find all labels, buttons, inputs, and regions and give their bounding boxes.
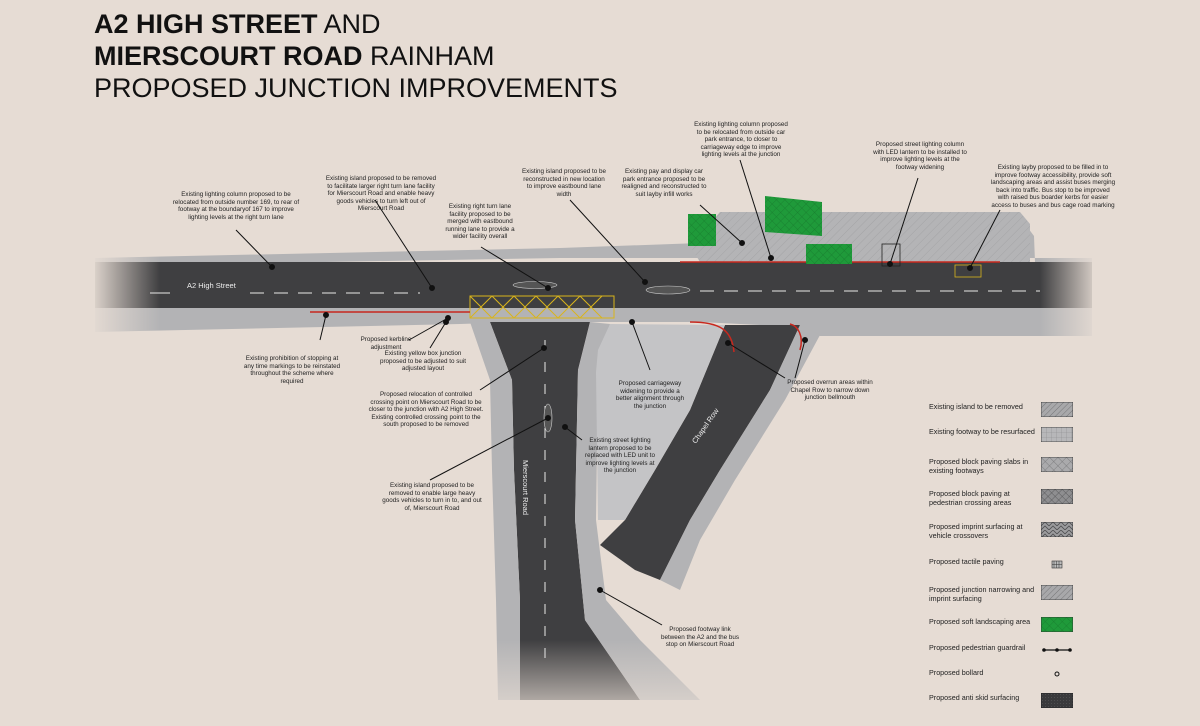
legend-row: Proposed anti skid surfacing	[929, 693, 1079, 715]
a2-south-footway	[95, 308, 1092, 336]
legend-swatch-island-removed	[1041, 402, 1073, 417]
title-line2-light: RAINHAM	[370, 41, 495, 71]
legend-label: Proposed block paving at pedestrian cros…	[929, 489, 1012, 507]
note-lantern-replace: Existing street lighting lantern propose…	[584, 437, 655, 475]
legend-row: Proposed junction narrowing and imprint …	[929, 585, 1079, 607]
legend-swatch-block-paving-slabs	[1041, 457, 1073, 472]
legend-row: Proposed tactile paving	[929, 557, 1079, 579]
note-island-remove-hgv: Existing island proposed to be removed t…	[382, 482, 482, 512]
legend-swatch-guardrail	[1041, 643, 1073, 658]
note-carriageway-widening: Proposed carriageway widening to provide…	[615, 380, 685, 410]
triangle-footway	[596, 324, 725, 520]
landscape-area-2	[765, 196, 822, 236]
note-footway-link: Proposed footway link between the A2 and…	[660, 626, 740, 649]
note-prohibition-stopping: Existing prohibition of stopping at any …	[243, 355, 341, 385]
note-street-lighting-led: Proposed street lighting column with LED…	[873, 141, 967, 171]
title-line3: PROPOSED JUNCTION IMPROVEMENTS	[94, 73, 618, 103]
a2-carriageway	[95, 262, 1092, 308]
note-island-reconstruct: Existing island proposed to be reconstru…	[521, 168, 606, 198]
legend-swatch-block-paving-crossing	[1041, 489, 1073, 504]
legend-label: Proposed pedestrian guardrail	[929, 643, 1026, 652]
legend-row: Proposed block paving at pedestrian cros…	[929, 489, 1079, 511]
landscape-area-1	[688, 214, 716, 246]
legend-swatch-imprint-crossovers	[1041, 522, 1073, 537]
chapel-row-east-footway	[660, 325, 820, 590]
legend-label: Existing island to be removed	[929, 402, 1023, 411]
legend-label: Proposed imprint surfacing at vehicle cr…	[929, 522, 1023, 540]
legend-row: Existing footway to be resurfaced	[929, 427, 1079, 449]
page-title: A2 HIGH STREET AND MIERSCOURT ROAD RAINH…	[94, 8, 618, 104]
title-line1-bold: A2 HIGH STREET	[94, 9, 318, 39]
legend-label: Proposed junction narrowing and imprint …	[929, 585, 1035, 603]
bus-stop-marking	[954, 264, 982, 278]
legend-row: Proposed imprint surfacing at vehicle cr…	[929, 522, 1079, 544]
mierscourt-west-footway	[470, 322, 520, 700]
legend-swatch-anti-skid	[1041, 693, 1073, 708]
leader-lines	[235, 159, 1001, 626]
note-lighting-car-park: Existing lighting column proposed to be …	[694, 121, 788, 159]
legend-row: Proposed bollard	[929, 668, 1079, 690]
legend-swatch-soft-landscaping	[1041, 617, 1073, 632]
legend-label: Proposed soft landscaping area	[929, 617, 1031, 626]
title-line1-light: AND	[323, 9, 381, 39]
island-east	[645, 285, 691, 295]
legend-label: Proposed bollard	[929, 668, 984, 677]
legend-row: Proposed soft landscaping area	[929, 617, 1079, 639]
legend-row: Proposed block paving slabs in existing …	[929, 457, 1079, 479]
legend-label: Existing footway to be resurfaced	[929, 427, 1035, 436]
note-overrun-chapel: Proposed overrun areas within Chapel Row…	[787, 379, 873, 402]
note-crossing-relocation: Proposed relocation of controlled crossi…	[368, 391, 484, 429]
mierscourt-road-label: Mierscourt Road	[521, 460, 530, 516]
legend-swatch-bollard	[1041, 668, 1073, 683]
mierscourt-road	[490, 322, 640, 700]
note-layby-fill: Existing layby proposed to be filled in …	[990, 164, 1116, 209]
note-right-turn-merge: Existing right turn lane facility propos…	[445, 203, 515, 241]
legend-row: Proposed pedestrian guardrail	[929, 643, 1079, 665]
a2-road-label: A2 High Street	[187, 281, 236, 290]
note-yellow-box: Existing yellow box junction proposed to…	[379, 350, 467, 373]
legend-label: Proposed anti skid surfacing	[929, 693, 1020, 702]
mierscourt-east-footway	[575, 322, 700, 700]
legend-swatch-junction-narrowing	[1041, 585, 1073, 600]
legend-row: Existing island to be removed	[929, 402, 1079, 424]
legend-swatch-tactile-paving	[1041, 557, 1073, 572]
note-lighting-relocate: Existing lighting column proposed to be …	[172, 191, 300, 221]
legend-label: Proposed block paving slabs in existing …	[929, 457, 1029, 475]
legend-label: Proposed tactile paving	[929, 557, 1004, 566]
title-line2-bold: MIERSCOURT ROAD	[94, 41, 363, 71]
chapel-row	[600, 325, 800, 580]
landscape-area-3	[806, 244, 852, 264]
legend-swatch-footway-resurfaced	[1041, 427, 1073, 442]
note-pay-display: Existing pay and display car park entran…	[621, 168, 707, 198]
yellow-box-junction	[469, 295, 615, 319]
note-island-remove-right-turn: Existing island proposed to be removed t…	[325, 175, 437, 213]
car-park-footway	[690, 212, 1030, 262]
note-kerbline: Proposed kerbline adjustment	[360, 336, 412, 351]
lane-markings	[150, 290, 1040, 660]
